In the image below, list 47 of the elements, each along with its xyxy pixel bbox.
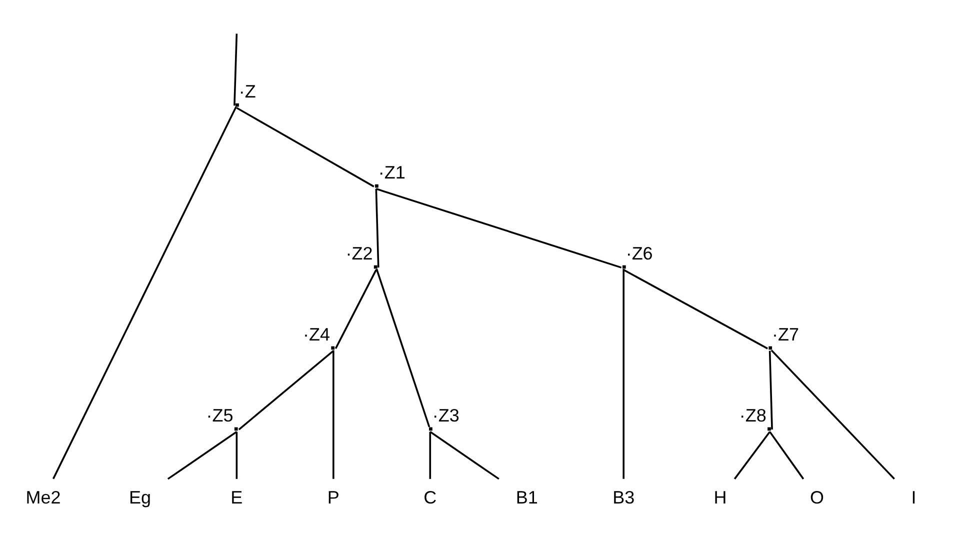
node-text: O bbox=[810, 488, 824, 508]
node-point bbox=[375, 184, 378, 188]
node-label: ·Z5 bbox=[206, 405, 234, 426]
node-label: ·Z bbox=[238, 82, 256, 102]
node-point bbox=[768, 346, 772, 350]
connector bbox=[236, 107, 374, 188]
connector bbox=[375, 188, 380, 268]
connector bbox=[167, 431, 238, 480]
connector bbox=[429, 432, 432, 479]
connector bbox=[238, 350, 334, 430]
node-label: ·Z3 bbox=[432, 405, 460, 426]
node-label: ·Z1 bbox=[378, 162, 406, 182]
node-text: H bbox=[714, 488, 727, 508]
node-point bbox=[374, 265, 378, 269]
connector bbox=[768, 350, 773, 430]
connector bbox=[334, 269, 377, 349]
connector bbox=[376, 268, 430, 428]
node-point bbox=[236, 103, 239, 107]
connector bbox=[770, 350, 895, 480]
connector bbox=[234, 34, 238, 106]
node-text: E bbox=[230, 488, 243, 508]
node-text: Me2 bbox=[26, 488, 61, 508]
node-text: P bbox=[327, 488, 340, 508]
node-point bbox=[429, 427, 432, 431]
connector bbox=[430, 431, 500, 480]
node-text: I bbox=[911, 488, 916, 508]
connector bbox=[623, 269, 768, 350]
node-text: Eg bbox=[128, 488, 151, 508]
connector bbox=[52, 106, 237, 480]
node-point bbox=[331, 346, 335, 350]
node-label: ·Z8 bbox=[739, 405, 766, 426]
connector bbox=[769, 431, 804, 480]
node-label: ·Z4 bbox=[303, 324, 330, 344]
connector bbox=[332, 350, 334, 479]
node-text: C bbox=[424, 488, 437, 508]
connector bbox=[734, 431, 771, 480]
node-text: B1 bbox=[516, 488, 538, 508]
connector bbox=[236, 432, 238, 479]
node-label: ·Z6 bbox=[626, 243, 653, 264]
node-point bbox=[622, 265, 626, 269]
connector bbox=[622, 269, 624, 479]
node-point bbox=[234, 427, 238, 431]
connector bbox=[376, 188, 622, 268]
node-label: ·Z2 bbox=[346, 243, 373, 264]
node-text: B3 bbox=[612, 488, 635, 508]
node-label: ·Z7 bbox=[772, 324, 800, 344]
node-point bbox=[768, 427, 771, 431]
